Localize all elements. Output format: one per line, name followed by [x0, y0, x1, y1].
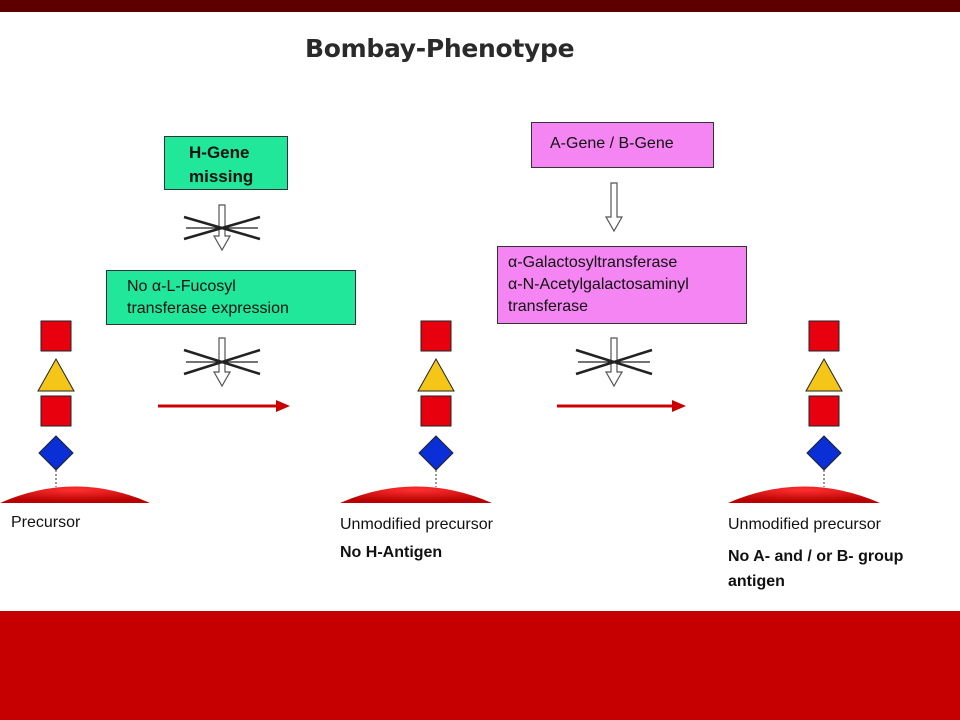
ab-gene-box: A-Gene / B-Gene [531, 122, 714, 168]
square-sugar [40, 320, 72, 352]
square-sugar [420, 320, 452, 352]
transferase-line-3: transferase [508, 298, 589, 315]
ab-gene-label: A-Gene / B-Gene [550, 135, 674, 152]
glycan-chain-precursor [0, 320, 150, 503]
no-h-antigen-label: No H-Antigen [340, 544, 443, 561]
transferase-line-2: α-N-Acetylgalactosaminyl [508, 276, 689, 293]
top-bar [0, 0, 960, 12]
fucosyl-line-2: transferase expression [127, 300, 289, 317]
blocked-arrow-1 [183, 204, 261, 252]
triangle-sugar [417, 357, 455, 392]
red-arrow-2 [557, 400, 686, 412]
h-gene-box: H-Gene missing [164, 136, 288, 190]
membrane-unmodified-2 [728, 486, 880, 503]
square-sugar [808, 320, 840, 352]
unmodified-precursor-label-2: Unmodified precursor [728, 516, 881, 533]
footer-bar [0, 611, 960, 720]
fucosyltransferase-box: No α-L-Fucosyl transferase expression [106, 270, 356, 325]
h-gene-line-2: missing [189, 167, 254, 186]
diagram-title: Bombay-Phenotype [305, 34, 575, 63]
fucosyl-line-1: No α-L-Fucosyl [127, 278, 236, 295]
diamond-sugar [38, 435, 74, 471]
glycan-chain-unmodified-1 [340, 320, 492, 503]
transferase-box: α-Galactosyltransferase α-N-Acetylgalact… [497, 246, 747, 324]
no-ab-antigen-label-line-2: antigen [728, 573, 785, 590]
square-sugar [420, 395, 452, 427]
red-arrow-1 [158, 400, 290, 412]
glycan-chain-unmodified-2 [728, 320, 880, 503]
membrane-precursor [0, 486, 150, 503]
blocked-arrow-2 [183, 337, 261, 388]
membrane-unmodified-1 [340, 486, 492, 503]
square-sugar [808, 395, 840, 427]
triangle-sugar [805, 357, 843, 392]
diamond-sugar [806, 435, 842, 471]
diamond-sugar [418, 435, 454, 471]
unmodified-precursor-label-1: Unmodified precursor [340, 516, 493, 533]
h-gene-line-1: H-Gene [189, 143, 250, 162]
precursor-label: Precursor [11, 514, 81, 531]
no-ab-antigen-label-line-1: No A- and / or B- group [728, 548, 904, 565]
square-sugar [40, 395, 72, 427]
arrow-ab-gene-to-transferase [604, 182, 624, 233]
triangle-sugar [37, 357, 75, 392]
blocked-arrow-3 [575, 337, 653, 388]
transferase-line-1: α-Galactosyltransferase [508, 254, 678, 271]
